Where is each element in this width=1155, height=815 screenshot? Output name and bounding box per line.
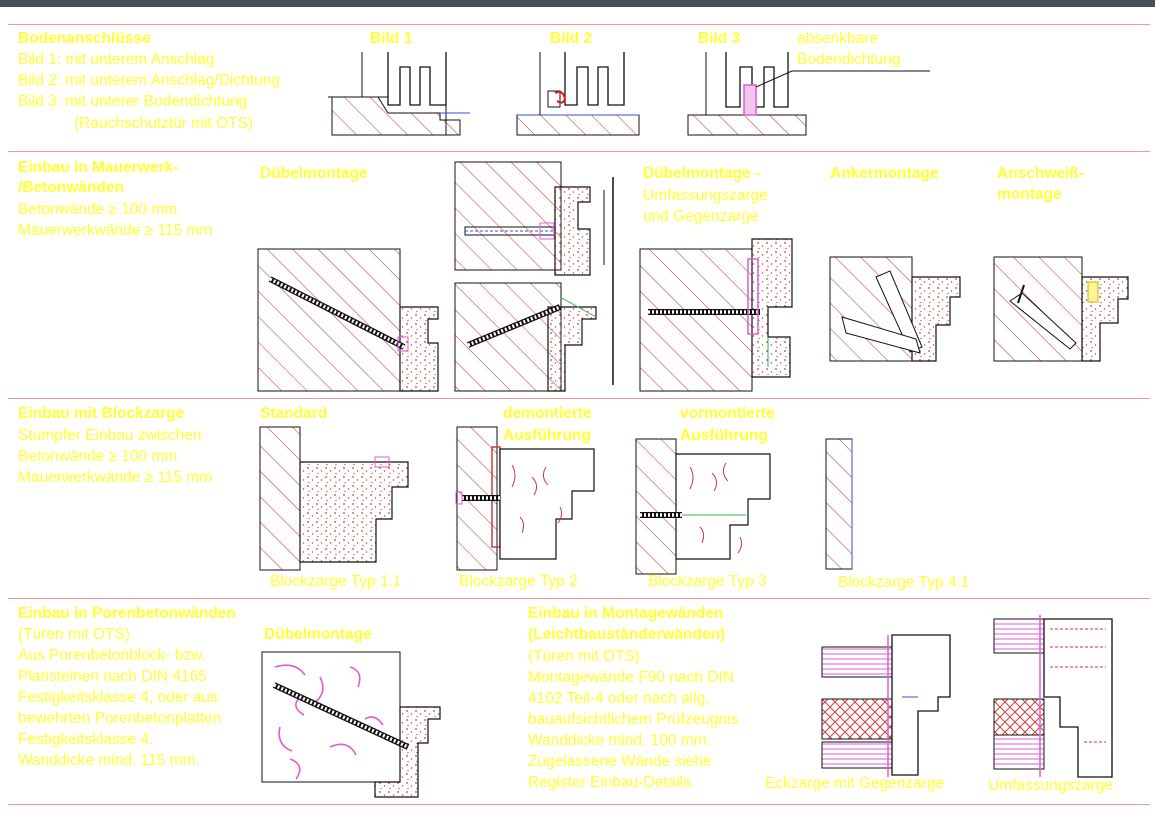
- section-heading-montage-1: Einbau in Montagewänden: [528, 605, 724, 622]
- montage-line-2: Montagewände F90 nach DIN: [528, 669, 734, 686]
- window-title-bar: [0, 0, 1155, 7]
- vormont-label-2: Ausführung: [680, 427, 768, 444]
- boden-line-2: Bild 2: mit unterem Anschlag/Dichtung: [18, 72, 280, 89]
- section-divider: [8, 598, 1150, 599]
- typ2-label: Blockzarge Typ 2: [459, 573, 578, 590]
- boden-line-3: Bild 3: mit unterer Bodendichtung: [18, 93, 248, 110]
- blockzarge-typ-4-1-drawing: [825, 438, 853, 570]
- montage-line-1: (Türen mit OTS): [528, 648, 640, 665]
- montage-line-3: 4102 Teil-4 oder nach allg.: [528, 690, 710, 707]
- duebelmontage-umfassungszarge-drawing: [639, 238, 793, 392]
- absenk-label-2: Bodendichtung: [797, 51, 901, 68]
- absenk-label-1: absenkbare: [797, 30, 879, 47]
- typ41-label: Blockzarge Typ 4.1: [838, 574, 970, 591]
- poren-duebelmontage-label: Dübelmontage: [264, 626, 372, 643]
- poren-line-6: Festigkeitsklasse 4.: [18, 731, 154, 748]
- bild3-label: Bild 3: [698, 30, 741, 47]
- demont-label-1: demontierte: [503, 405, 592, 422]
- bild2-drawing: [516, 52, 640, 136]
- eckzarge-gegenzarge-drawing: [821, 634, 951, 777]
- blockzarge-line-2: Betonwände ≥ 100 mm: [18, 448, 178, 465]
- bild1-drawing: [328, 52, 470, 136]
- typ3-label: Blockzarge Typ 3: [648, 573, 767, 590]
- cad-drawings: [257, 52, 1129, 798]
- vormont-label-1: vormontierte: [680, 405, 775, 422]
- montage-line-4: bauaufsichtlichem Prüfzeugnis: [528, 711, 739, 728]
- standard-label: Standard: [260, 405, 328, 422]
- section-divider: [8, 24, 1150, 25]
- section-heading-mauerwerk-1: Einbau in Mauerwerk-: [18, 159, 179, 176]
- demont-label-2: Ausführung: [503, 427, 591, 444]
- blockzarge-typ-1-1-drawing: [259, 426, 409, 571]
- ankermontage-drawing: [829, 256, 961, 362]
- poren-line-4: Festigkeitsklasse 4, oder aus: [18, 689, 218, 706]
- section-heading-mauerwerk-2: /Betonwänden: [18, 179, 124, 196]
- poren-line-3: Plansteinen nach DIN 4165: [18, 668, 207, 685]
- porenbeton-duebelmontage-drawing: [261, 651, 441, 798]
- montage-line-6: Zugelassene Wände siehe: [528, 753, 712, 770]
- typ11-label: Blockzarge Typ 1.1: [270, 573, 402, 590]
- blockzarge-line-1: Stumpfer Einbau zwischen: [18, 427, 202, 444]
- umfassungszarge-drawing: [993, 615, 1113, 778]
- section-divider: [8, 151, 1150, 152]
- poren-line-2: Aus Porenbetonblock- bzw.: [18, 647, 206, 664]
- eckzarge-label: Eckzarge mit Gegenzarge: [765, 775, 945, 792]
- section-heading-blockzarge: Einbau mit Blockzarge: [18, 405, 185, 422]
- duebelmontage-drawing-2: [454, 161, 605, 392]
- mauerwerk-line-2: Mauerwerkwände ≥ 115 mm: [18, 222, 213, 239]
- schweiss-label-2: montage: [997, 186, 1062, 203]
- anschweissmontage-drawing: [993, 256, 1129, 362]
- blockzarge-line-3: Mauerwerkwände ≥ 115 mm: [18, 469, 213, 486]
- section-heading-poren: Einbau in Porenbetonwänden: [18, 605, 236, 622]
- section-divider: [8, 398, 1150, 399]
- boden-line-1: Bild 1: mit unterem Anschlag: [18, 51, 215, 68]
- montage-line-5: Wanddicke mind. 100 mm.: [528, 732, 711, 749]
- section-heading-montage-2: (Leichtbauständerwänden): [528, 626, 726, 643]
- poren-line-5: bewehrten Porenbetonplatten: [18, 710, 222, 727]
- schweiss-label-1: Anschweiß-: [997, 165, 1084, 182]
- mauerwerk-line-1: Betonwände ≥ 100 mm: [18, 201, 178, 218]
- section-divider: [8, 804, 1150, 805]
- duebel-umf-label-1: Dübelmontage -: [643, 165, 761, 182]
- blockzarge-typ-2-drawing: [455, 426, 595, 571]
- poren-line-7: Wanddicke mind. 115 mm.: [18, 752, 200, 769]
- section-heading-boden: Bodenanschlüsse: [18, 30, 151, 47]
- boden-line-4: (Rauchschutztür mit OTS): [74, 115, 254, 132]
- cad-drawing-sheet: Bodenanschlüsse Bild 1: mit unterem Ansc…: [0, 7, 1155, 815]
- duebelmontage-drawing-1: [257, 248, 439, 392]
- umfassungszarge-label: Umfassungszarge: [988, 777, 1113, 794]
- duebel-umf-label-2: Umfassungszarge: [643, 187, 768, 204]
- blockzarge-typ-3-drawing: [635, 438, 771, 575]
- montage-line-7: Register Einbau-Details.: [528, 774, 696, 791]
- bild1-label: Bild 1: [370, 30, 413, 47]
- ankermontage-label: Ankermontage: [830, 165, 939, 182]
- poren-line-1: (Türen mit OTS): [18, 626, 130, 643]
- duebel-umf-label-3: und Gegenzarge: [643, 208, 759, 225]
- bild2-label: Bild 2: [550, 30, 593, 47]
- bild3-drawing: [687, 52, 930, 136]
- duebelmontage-label: Dübelmontage: [260, 165, 368, 182]
